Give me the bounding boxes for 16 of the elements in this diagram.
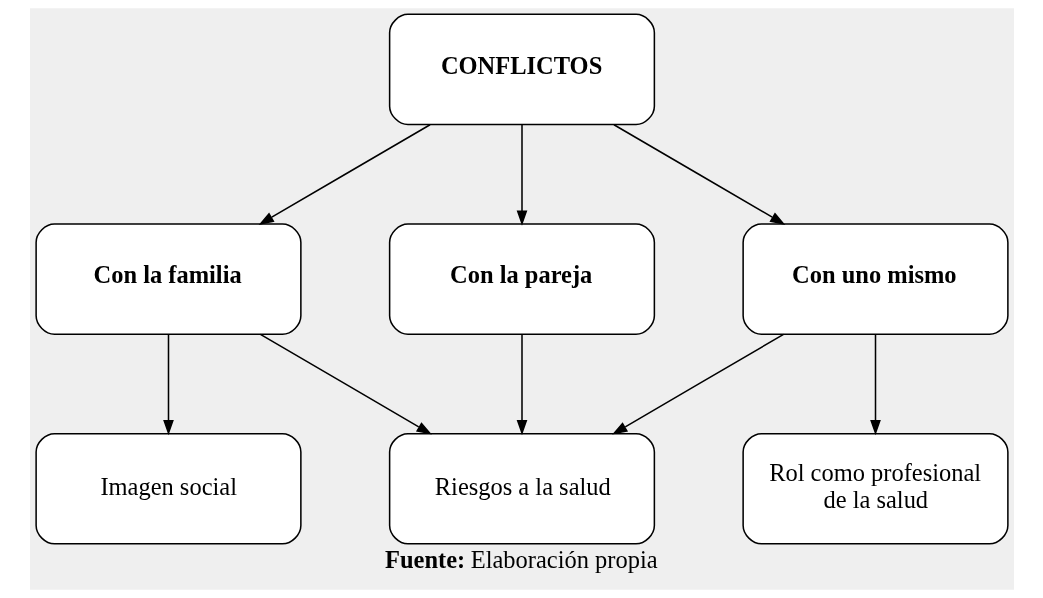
arrow — [516, 333, 527, 436]
arrow — [516, 123, 527, 226]
node-box: Rol como profesional de la salud — [741, 432, 1009, 545]
node-box: Imagen social — [34, 432, 302, 545]
arrow — [869, 333, 881, 436]
node-box: Con la pareja — [388, 223, 655, 335]
node-box: Con la familia — [34, 223, 302, 335]
arrow — [612, 123, 785, 225]
node-box: Riesgos a la salud — [388, 432, 655, 545]
arrow — [611, 333, 784, 435]
node-box: Con uno mismo — [741, 223, 1009, 335]
arrow — [258, 123, 431, 225]
arrow — [259, 333, 432, 435]
arrow — [162, 333, 174, 436]
caption: Fuente: Elaboración propia — [384, 546, 658, 574]
node-box: CONFLICTOS — [388, 13, 655, 126]
